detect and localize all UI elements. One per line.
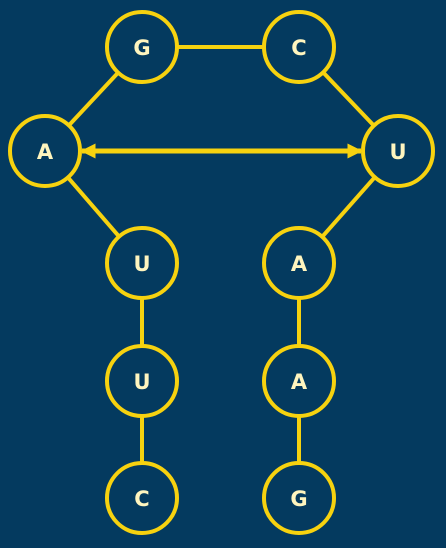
node-a_left: A <box>8 114 82 188</box>
edge-c_top-u_right <box>321 70 376 128</box>
node-label: A <box>291 252 308 276</box>
node-label: C <box>291 36 306 60</box>
node-u_right: U <box>361 114 435 188</box>
node-label: G <box>133 36 150 60</box>
node-circle <box>105 226 179 300</box>
node-circle <box>262 344 336 418</box>
node-c_bottom: C <box>105 461 179 535</box>
node-a_right_1: A <box>262 226 336 300</box>
node-circle <box>361 114 435 188</box>
edges-layer <box>66 45 377 463</box>
node-circle <box>8 114 82 188</box>
node-a_right_2: A <box>262 344 336 418</box>
node-u_left_1: U <box>105 226 179 300</box>
node-label: U <box>133 252 150 276</box>
nodes-layer: G C A U U U C A A G <box>8 10 435 535</box>
node-circle <box>105 461 179 535</box>
node-g_top: G <box>105 10 179 84</box>
node-label: U <box>133 370 150 394</box>
edge-u_right-a_right_1 <box>320 175 377 239</box>
node-circle <box>262 461 336 535</box>
node-circle <box>262 226 336 300</box>
node-label: A <box>291 370 308 394</box>
node-label: U <box>389 140 406 164</box>
node-u_left_2: U <box>105 344 179 418</box>
node-label: A <box>37 140 54 164</box>
node-g_bottom: G <box>262 461 336 535</box>
node-circle <box>262 10 336 84</box>
node-circle <box>105 344 179 418</box>
node-circle <box>105 10 179 84</box>
edge-a_left-g_top <box>67 71 120 127</box>
node-label: G <box>290 487 307 511</box>
edge-a_left-u_left_1 <box>66 176 121 238</box>
node-label: C <box>134 487 149 511</box>
node-c_top: C <box>262 10 336 84</box>
